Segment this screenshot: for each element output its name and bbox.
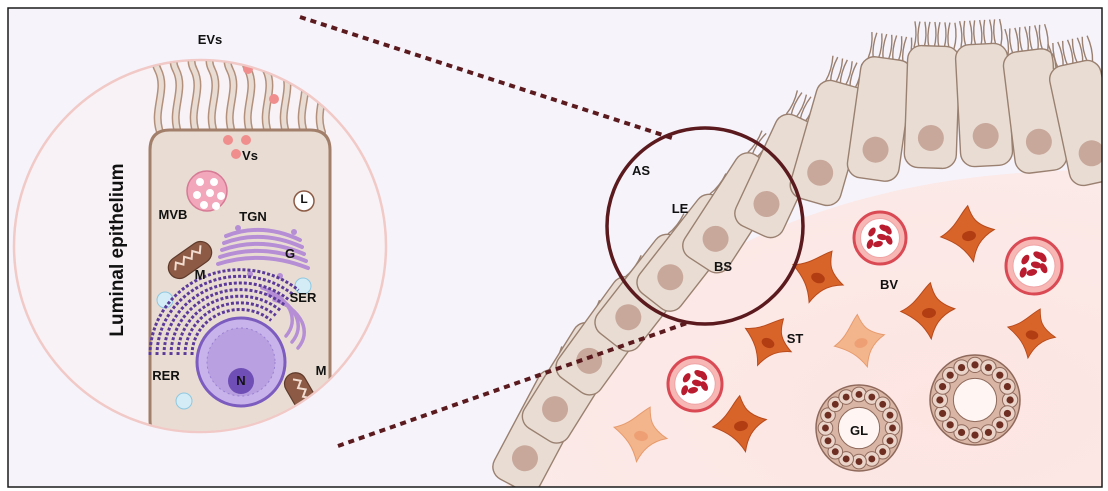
- gland-cell-nucleus: [1004, 410, 1011, 417]
- label-stroma: ST: [787, 331, 804, 346]
- label-tgn: TGN: [239, 209, 266, 224]
- gland-cell-nucleus: [889, 425, 896, 432]
- gland-cell-nucleus: [936, 396, 943, 403]
- label-nucleus: N: [236, 373, 245, 388]
- gland-cell-nucleus: [958, 364, 965, 371]
- gland-cell-nucleus: [947, 372, 954, 379]
- golgi-vesicle: [291, 229, 297, 235]
- gland-cell-nucleus: [887, 412, 894, 419]
- gland-cell-nucleus: [856, 391, 863, 398]
- label-evs: EVs: [198, 32, 223, 47]
- blood-vessel: [1006, 238, 1062, 294]
- gland-cell-nucleus: [832, 401, 839, 408]
- intraluminal-vesicle: [217, 192, 225, 200]
- gland-cell-nucleus: [868, 456, 875, 463]
- gland-cell-nucleus: [825, 412, 832, 419]
- blood-vessel: [668, 357, 722, 411]
- gland-cell-nucleus: [939, 383, 946, 390]
- extracellular-vesicle: [269, 94, 279, 104]
- gland-cell-nucleus: [832, 448, 839, 455]
- gland-cell-nucleus: [985, 429, 992, 436]
- vesicle: [241, 135, 251, 145]
- label-luminal-epithelium: LE: [672, 201, 689, 216]
- label-mvb: MVB: [159, 207, 188, 222]
- gland-cell-nucleus: [947, 421, 954, 428]
- vertical-title: Luminal epithelium: [107, 163, 128, 336]
- gland-cell-nucleus: [996, 421, 1003, 428]
- gland-cell-nucleus: [868, 394, 875, 401]
- lipid-droplet: [176, 393, 192, 409]
- gland-cell-nucleus: [971, 432, 978, 439]
- label-apical-surface: AS: [632, 163, 650, 178]
- gland-cell-nucleus: [843, 456, 850, 463]
- gland-lumen: [953, 378, 996, 421]
- label-vs: Vs: [242, 148, 258, 163]
- label-mito-bottom: M: [316, 363, 327, 378]
- gland-cell-nucleus: [958, 429, 965, 436]
- gland-cell-nucleus: [996, 372, 1003, 379]
- gland-cell-nucleus: [843, 394, 850, 401]
- label-blood-vessel: BV: [880, 277, 898, 292]
- gland-cell-nucleus: [1004, 383, 1011, 390]
- gland-cell-nucleus: [856, 458, 863, 465]
- gland-cell-nucleus: [887, 437, 894, 444]
- label-mito-top: M: [195, 267, 206, 282]
- label-golgi: G: [285, 246, 295, 261]
- gland-cell-nucleus: [971, 361, 978, 368]
- gland-cell-nucleus: [879, 401, 886, 408]
- gland-cell-nucleus: [939, 410, 946, 417]
- intraluminal-vesicle: [196, 178, 204, 186]
- intraluminal-vesicle: [206, 189, 214, 197]
- gland-cell-nucleus: [822, 425, 829, 432]
- intraluminal-vesicle: [193, 191, 201, 199]
- gland-cell-nucleus: [879, 448, 886, 455]
- gland: [930, 355, 1020, 445]
- label-rer: RER: [152, 368, 180, 383]
- gland-cell-nucleus: [825, 437, 832, 444]
- intraluminal-vesicle: [212, 202, 220, 210]
- intraluminal-vesicle: [210, 178, 218, 186]
- vesicle: [223, 135, 233, 145]
- intraluminal-vesicle: [200, 201, 208, 209]
- blood-vessel: [854, 212, 906, 264]
- golgi-vesicle: [235, 225, 241, 231]
- label-gland: GL: [850, 423, 868, 438]
- label-lysosome: L: [300, 192, 307, 206]
- label-ser: SER: [290, 290, 317, 305]
- vesicle: [231, 149, 241, 159]
- label-basal-surface: BS: [714, 259, 732, 274]
- gland-cell-nucleus: [985, 364, 992, 371]
- gland-cell-nucleus: [1007, 396, 1014, 403]
